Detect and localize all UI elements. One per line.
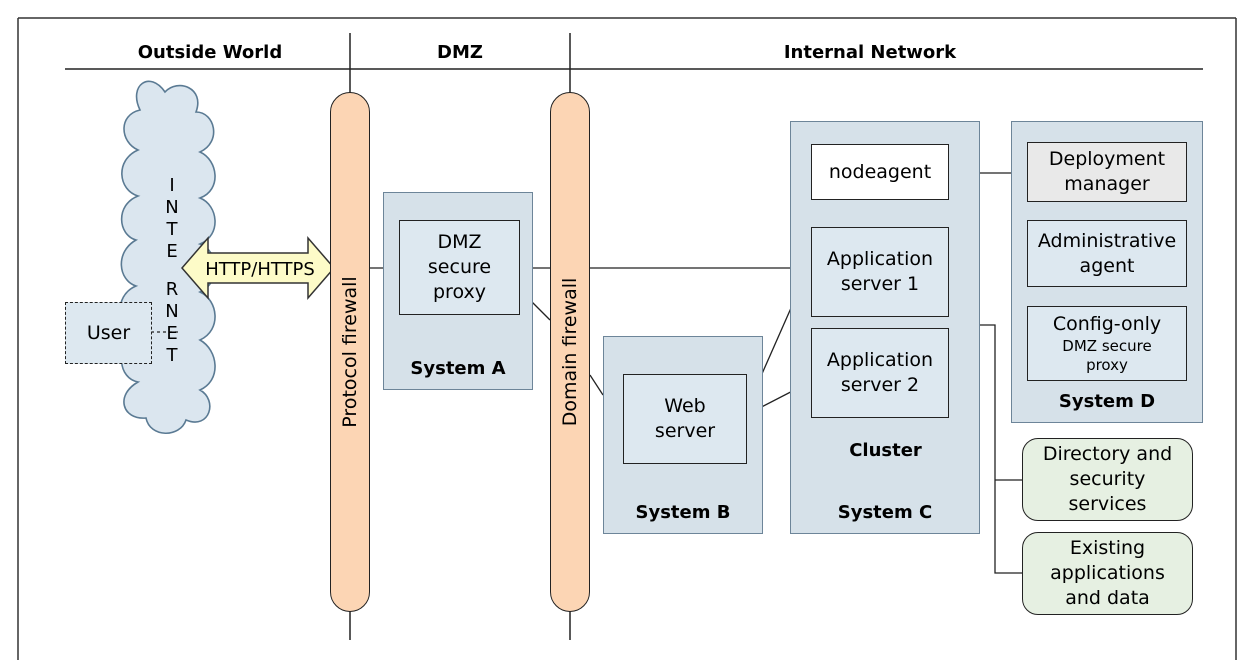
config-only-proxy: Config-only DMZ secure proxy bbox=[1027, 306, 1187, 381]
directory-line: services bbox=[1068, 493, 1147, 515]
zone-internal-network: Internal Network bbox=[783, 42, 957, 63]
internet-letter: N bbox=[165, 197, 179, 218]
existing-applications-data: Existing applications and data bbox=[1022, 532, 1193, 615]
directory-line: Directory and bbox=[1042, 443, 1173, 465]
internet-letter: T bbox=[166, 345, 178, 366]
dmz-secure-proxy: DMZ secure proxy bbox=[399, 220, 520, 315]
application-server-2: Application server 2 bbox=[811, 328, 949, 418]
directory-security-services: Directory and security services bbox=[1022, 438, 1193, 521]
nodeagent-box: nodeagent bbox=[811, 144, 949, 200]
web-server-line: server bbox=[654, 420, 716, 442]
existing-apps-line: Existing bbox=[1069, 537, 1146, 559]
system-a: DMZ secure proxy System A bbox=[383, 192, 533, 390]
directory-line: security bbox=[1069, 468, 1146, 490]
deployment-manager: Deployment manager bbox=[1027, 142, 1187, 202]
app-server-2-line: Application bbox=[826, 349, 934, 371]
internet-letter: T bbox=[166, 219, 178, 240]
proxy-line: secure bbox=[427, 256, 492, 278]
existing-apps-line: applications bbox=[1050, 562, 1165, 584]
system-b: Web server System B bbox=[603, 336, 763, 534]
http-label: HTTP/HTTPS bbox=[205, 258, 315, 280]
connector-cluster-to-existing-apps bbox=[970, 324, 1022, 574]
config-sub-line: DMZ secure bbox=[1062, 337, 1152, 355]
cluster-label: Cluster bbox=[849, 440, 922, 461]
proxy-line: DMZ bbox=[437, 231, 482, 253]
internet-letter: E bbox=[166, 323, 178, 344]
app-server-1-line: server 1 bbox=[840, 273, 920, 295]
domain-firewall: Domain firewall bbox=[550, 92, 590, 612]
config-only-line: Config-only bbox=[1052, 313, 1162, 335]
system-a-label: System A bbox=[410, 358, 506, 379]
system-b-label: System B bbox=[635, 502, 731, 523]
admin-agent-line: Administrative bbox=[1037, 229, 1177, 252]
admin-agent-line: agent bbox=[1079, 254, 1135, 277]
dmgr-line: Deployment bbox=[1048, 148, 1166, 170]
application-server-1: Application server 1 bbox=[811, 227, 949, 317]
internet-letter: N bbox=[165, 301, 179, 322]
administrative-agent: Administrative agent bbox=[1027, 220, 1187, 287]
proxy-line: proxy bbox=[433, 281, 486, 303]
zone-outside-world: Outside World bbox=[137, 42, 283, 63]
web-server: Web server bbox=[623, 374, 747, 464]
app-server-1-line: Application bbox=[826, 248, 934, 270]
internet-letter: R bbox=[165, 279, 179, 300]
web-server-line: Web bbox=[664, 395, 706, 417]
protocol-firewall-label: Protocol firewall bbox=[339, 276, 361, 428]
domain-firewall-label: Domain firewall bbox=[559, 277, 581, 427]
config-sub-line: proxy bbox=[1086, 356, 1128, 374]
user-box: User bbox=[65, 302, 152, 364]
connector-domain-fw-to-system-b bbox=[589, 374, 604, 396]
app-server-2-line: server 2 bbox=[840, 374, 920, 396]
zone-dmz: DMZ bbox=[437, 42, 483, 63]
internet-letter: E bbox=[166, 241, 178, 262]
system-d-label: System D bbox=[1058, 391, 1156, 412]
dmgr-line: manager bbox=[1064, 173, 1150, 195]
system-c-label: System C bbox=[837, 502, 933, 523]
internet-letter: I bbox=[169, 175, 175, 196]
user-label: User bbox=[86, 321, 131, 344]
protocol-firewall: Protocol firewall bbox=[330, 92, 370, 612]
existing-apps-line: and data bbox=[1065, 587, 1150, 609]
